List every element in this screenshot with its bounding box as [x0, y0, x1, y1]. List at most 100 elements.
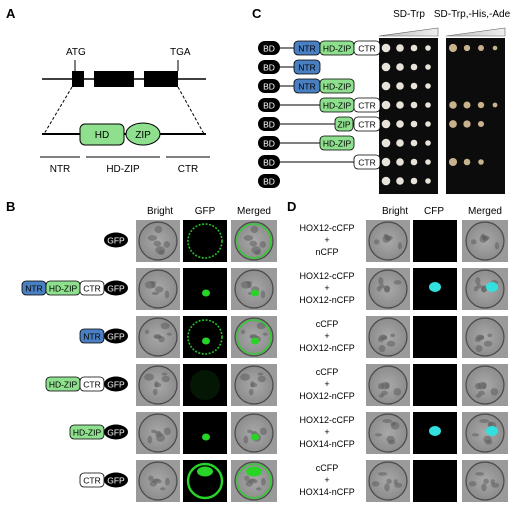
- medium-selective: SD-Trp,-His,-Ade: [434, 9, 511, 20]
- d-row-4: HOX12-cCFP+HOX14-nCFP: [299, 412, 508, 454]
- gfp-tag-label: GFP: [107, 236, 125, 246]
- bd-label: BD: [263, 139, 275, 149]
- gfp-ring: [187, 223, 223, 259]
- organelle: [494, 242, 500, 250]
- c-row-7: BD: [258, 174, 280, 188]
- gfp-tile: [183, 220, 227, 262]
- spot-sdtrp: [396, 139, 404, 147]
- spot-selective: [492, 45, 498, 51]
- domain-label: NTR: [298, 63, 315, 73]
- organelle: [152, 479, 162, 484]
- d-row-0: HOX12-cCFP+nCFP: [299, 220, 508, 262]
- spot-sdtrp: [381, 100, 391, 110]
- organelle: [373, 239, 380, 245]
- spot-selective: [492, 102, 498, 108]
- bd-oval: [258, 60, 280, 74]
- bd-label: BD: [263, 82, 275, 92]
- gfp-tag: [104, 376, 128, 392]
- domain-ctr: [353, 40, 381, 56]
- d-header-cfp: CFP: [424, 206, 444, 217]
- gfp-nucleus: [202, 289, 210, 297]
- organelle: [382, 235, 390, 243]
- organelle: [378, 345, 386, 352]
- domain-label: ZIP: [337, 120, 351, 130]
- organelle: [148, 475, 154, 482]
- organelle: [378, 277, 384, 285]
- organelle: [470, 239, 477, 245]
- atg-label: ATG: [66, 47, 86, 58]
- dilution-wedge-2: [445, 27, 506, 37]
- panel-a-label: A: [6, 6, 16, 21]
- organelle: [475, 277, 481, 285]
- domain-label: HD-ZIP: [49, 380, 78, 390]
- bright-tile: [366, 220, 410, 262]
- spot-selective: [478, 45, 484, 51]
- organelle: [257, 372, 264, 376]
- spot-sdtrp: [410, 82, 418, 90]
- organelle: [151, 429, 157, 434]
- spot-selective: [449, 120, 457, 128]
- organelle: [161, 372, 168, 376]
- zip-domain: [125, 122, 161, 146]
- d-construct-plus: +: [324, 475, 329, 485]
- cfp-tile: [413, 412, 457, 454]
- organelle: [388, 439, 396, 445]
- zoom-line-left: [43, 86, 73, 135]
- exon-3: [144, 71, 178, 87]
- domain-hd-zip: [319, 78, 355, 94]
- organelle: [478, 390, 485, 396]
- organelle: [380, 382, 390, 390]
- organelle: [487, 333, 493, 338]
- merged-tile: [231, 412, 277, 454]
- domain-ctr: [353, 116, 381, 132]
- domain-label: CTR: [83, 380, 100, 390]
- domain-hd-zip: [319, 135, 355, 151]
- d-row-3: cCFP+HOX12-nCFP: [299, 364, 508, 406]
- domain-label: CTR: [83, 284, 100, 294]
- spot-selective: [463, 158, 471, 166]
- bd-oval: [258, 98, 280, 112]
- d-construct-plus: +: [324, 235, 329, 245]
- organelle: [155, 286, 164, 293]
- gfp-tag: [104, 424, 128, 440]
- d-row-5: cCFP+HOX14-nCFP: [299, 460, 508, 502]
- cfp-tile: [413, 364, 457, 406]
- spot-selective: [478, 159, 484, 165]
- organelle: [477, 382, 487, 390]
- organelle: [490, 479, 495, 485]
- organelle: [384, 285, 391, 293]
- merged-tile: [231, 364, 277, 406]
- plate-selective: [446, 38, 505, 194]
- organelle: [259, 241, 267, 248]
- dilution-wedge-1: [378, 27, 439, 37]
- organelle: [390, 421, 400, 430]
- organelle: [240, 329, 246, 335]
- b-header-merged: Merged: [237, 206, 271, 217]
- organelle: [475, 472, 485, 476]
- organelle: [247, 429, 253, 434]
- spot-sdtrp: [425, 178, 431, 184]
- d-construct-top: HOX12-cCFP: [299, 415, 354, 425]
- spot-sdtrp: [396, 63, 404, 71]
- spot-sdtrp: [396, 44, 404, 52]
- cfp-tile-bg: [413, 220, 457, 262]
- spot-sdtrp: [381, 119, 391, 129]
- d-row-1: HOX12-cCFP+HOX12-nCFP: [299, 268, 508, 310]
- organelle: [156, 433, 166, 442]
- gfp-tile-bg: [183, 364, 227, 406]
- merged-tile: [231, 220, 277, 262]
- gfp-tag: [104, 328, 128, 344]
- bd-label: BD: [263, 44, 275, 54]
- organelle: [477, 335, 485, 340]
- spot-sdtrp: [381, 176, 391, 186]
- bright-tile: [136, 412, 180, 454]
- cfp-tile: [413, 316, 457, 358]
- spot-sdtrp: [381, 138, 391, 148]
- bd-oval: [258, 174, 280, 188]
- gfp-tag-label: GFP: [107, 380, 125, 390]
